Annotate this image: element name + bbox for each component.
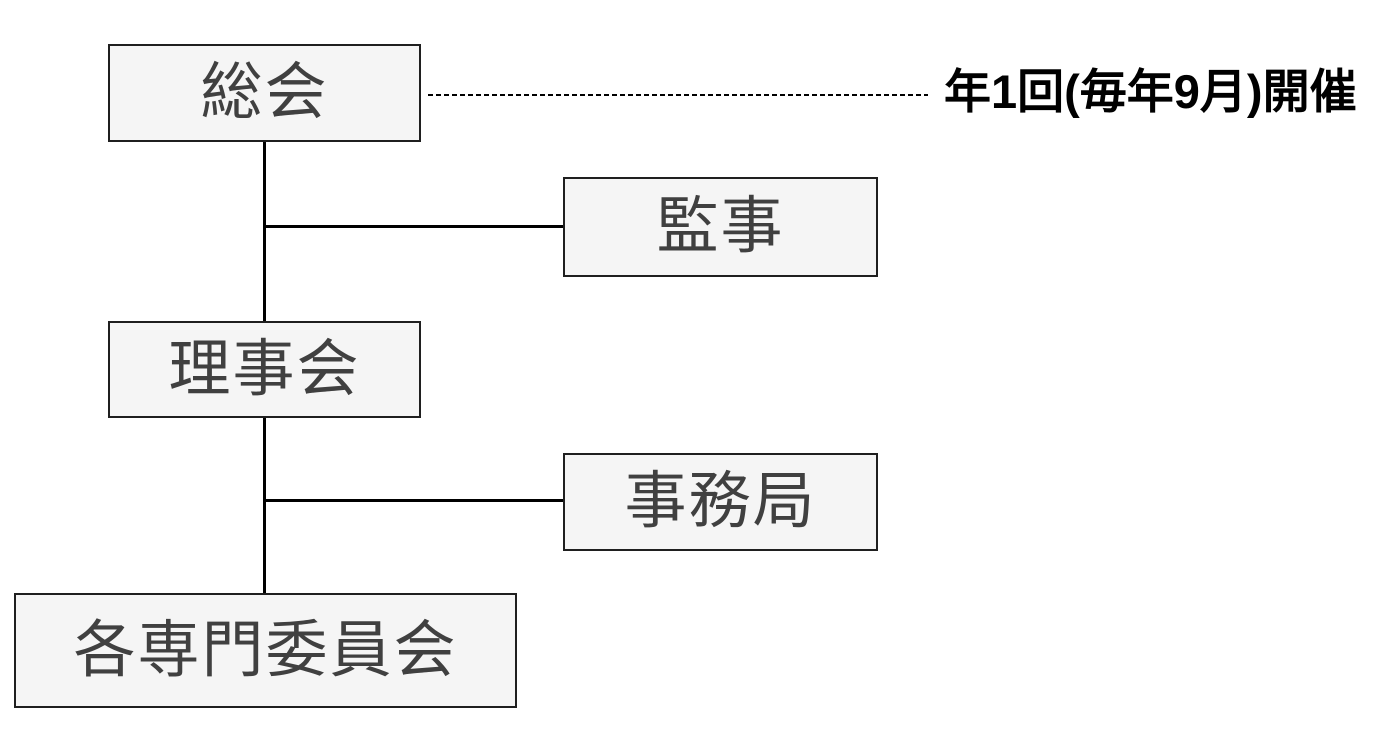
- annotation-meeting-frequency: 年1回(毎年9月)開催: [944, 65, 1357, 118]
- node-auditor-label: 監事: [656, 192, 785, 261]
- node-board-of-directors-label: 理事会: [168, 334, 361, 404]
- connector-board-to-committees: [263, 418, 266, 594]
- node-secretariat: 事務局: [563, 453, 878, 551]
- node-board-of-directors: 理事会: [108, 321, 421, 418]
- connector-branch-to-auditor: [265, 225, 563, 228]
- node-specialized-committees-label: 各専門委員会: [73, 615, 458, 685]
- node-general-assembly: 総会: [108, 44, 421, 142]
- connector-branch-to-secretariat: [265, 499, 563, 502]
- node-secretariat-label: 事務局: [624, 467, 817, 536]
- node-general-assembly-label: 総会: [200, 58, 329, 127]
- connector-assembly-to-board: [263, 142, 266, 322]
- node-specialized-committees: 各専門委員会: [14, 593, 517, 708]
- node-auditor: 監事: [563, 177, 878, 277]
- dashed-connector-assembly-to-annotation: [428, 94, 928, 96]
